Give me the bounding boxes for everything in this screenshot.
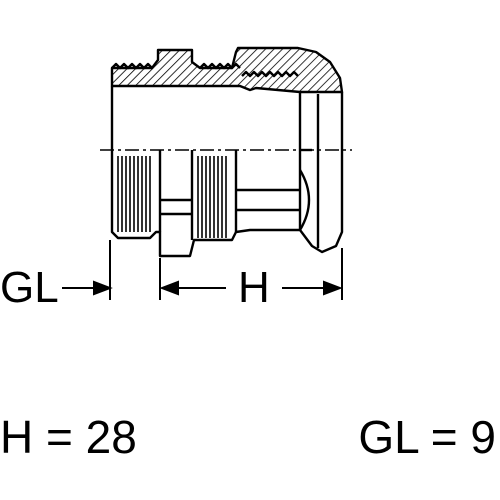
h-spec-value: H = 28 bbox=[0, 411, 137, 463]
top-thread-teeth bbox=[111, 62, 299, 78]
hatched-thread-section bbox=[110, 46, 344, 94]
gland-body bbox=[110, 46, 344, 258]
lower-threads bbox=[117, 156, 227, 238]
gl-dimension bbox=[62, 240, 113, 300]
h-dimension bbox=[159, 248, 343, 300]
h-dimension-label: H bbox=[238, 263, 270, 312]
gl-spec-value: GL = 9 bbox=[358, 411, 496, 463]
body-outline bbox=[110, 86, 344, 258]
gl-dimension-label: GL bbox=[0, 263, 59, 312]
